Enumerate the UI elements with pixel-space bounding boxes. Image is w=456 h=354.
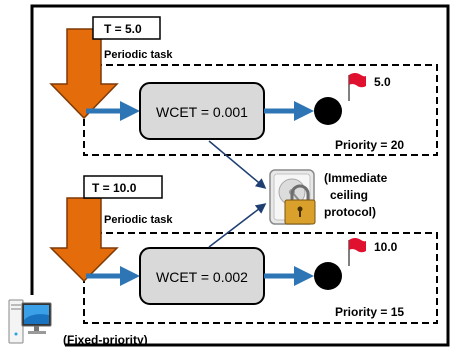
task-2: T = 10.0 Periodic task WCET = 0.002 10.0… [49,175,438,324]
locked-disk-icon [269,169,316,225]
task-2-priority-label: Priority = 15 [335,305,404,319]
task-2-period-label: T = 10.0 [92,181,137,195]
task-1-completion-node [314,97,342,125]
resource-protocol-label: (Immediate ceiling protocol) [324,171,391,219]
task-2-type-label: Periodic task [104,214,173,226]
resource-label-line-1: (Immediate [324,171,388,185]
task-1-wcet-label: WCET = 0.001 [156,104,248,120]
scheduler-label: (Fixed-priority) [63,333,148,347]
task-2-wcet-label: WCET = 0.002 [156,269,248,285]
task-1-priority-label: Priority = 20 [335,138,404,152]
task-1-deadline-flag-icon [348,73,366,101]
task-1-release-arrow [49,28,119,120]
system-frame [30,4,450,347]
computer-icon [5,295,65,349]
task-1-resource-link [208,140,267,189]
task-2-deadline-label: 10.0 [374,240,398,254]
task-1-deadline-label: 5.0 [374,75,391,89]
task-2-deadline-flag-icon [348,238,366,266]
task-2-resource-link [208,203,267,248]
task-1: T = 5.0 Periodic task WCET = 0.001 5.0 P… [49,16,438,156]
task-2-release-arrow [49,197,119,283]
task-1-type-label: Periodic task [104,49,173,61]
task-1-period-label: T = 5.0 [104,22,142,36]
task-2-completion-node [314,262,342,290]
task-1-period-box [92,16,161,40]
task-2-period-box [83,175,163,199]
resource-label-line-2: ceiling [330,188,368,202]
resource-label-line-3: protocol) [324,205,376,219]
